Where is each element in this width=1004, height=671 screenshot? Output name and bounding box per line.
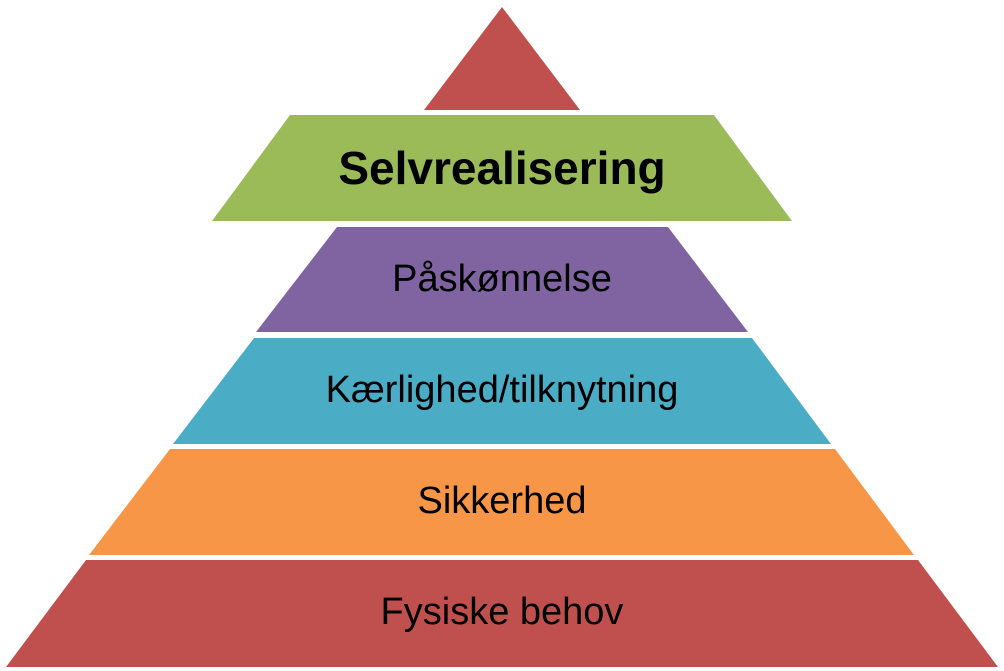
level-safety-label: Sikkerhed	[418, 480, 587, 522]
level-self-actualization	[212, 115, 792, 221]
level-physiological-label: Fysiske behov	[381, 591, 624, 633]
pyramid-apex	[424, 7, 580, 110]
level-love-belonging	[173, 338, 831, 444]
level-safety	[89, 449, 914, 555]
level-self-actualization-label: Selvrealisering	[338, 142, 665, 194]
level-love-belonging-label: Kærlighed/tilknytning	[326, 369, 679, 411]
level-physiological	[6, 560, 998, 667]
level-esteem	[256, 227, 748, 332]
level-esteem-label: Påskønnelse	[392, 258, 612, 300]
